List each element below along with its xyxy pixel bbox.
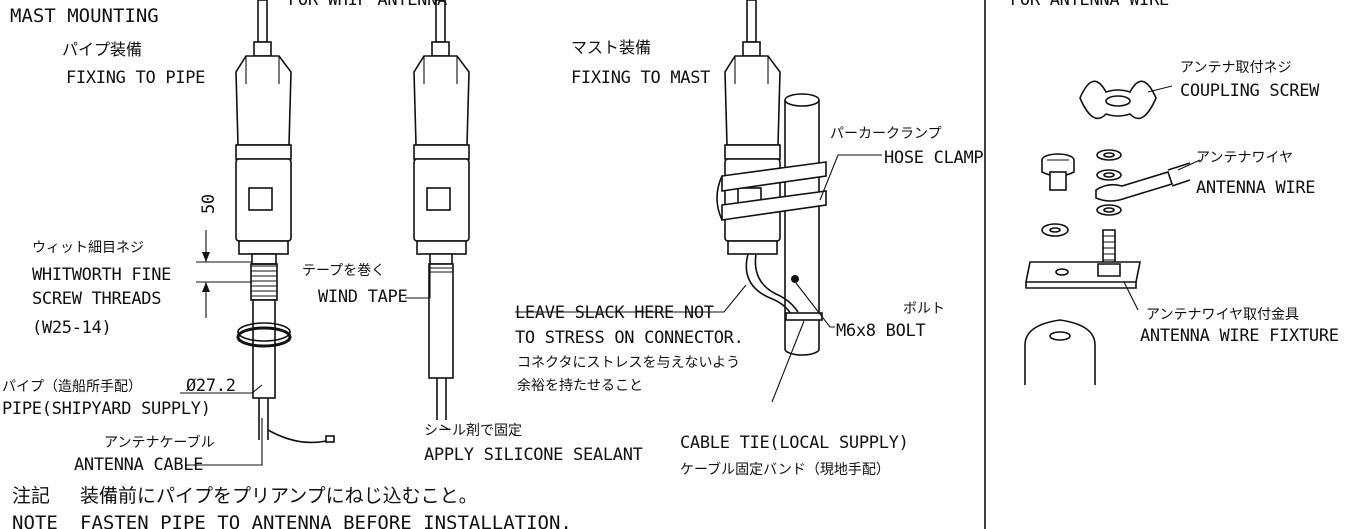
- hose-clamp-en: HOSE CLAMP: [884, 148, 983, 168]
- antenna-wire-jp: アンテナワイヤ: [1196, 150, 1293, 166]
- note-en-text: FASTEN PIPE TO ANTENNA BEFORE INSTALLATI…: [80, 512, 572, 529]
- whitworth-jp: ウィット細目ネジ: [32, 240, 144, 256]
- dimension-50: 50: [199, 194, 219, 214]
- sealant-jp: シール剤で固定: [424, 423, 522, 439]
- antenna-cable-jp: アンテナケーブル: [104, 434, 215, 451]
- header-mast-mounting: MAST MOUNTING: [10, 5, 159, 27]
- antenna-pipe-mount: [235, 0, 335, 444]
- pipe-en: PIPE(SHIPYARD SUPPLY): [2, 399, 211, 419]
- bolt-en: M6x8 BOLT: [836, 321, 925, 341]
- header-antenna-wire: FOR ANTENNA WIRE: [1010, 0, 1169, 10]
- antenna-whip: [413, 0, 470, 420]
- slack-jp1: コネクタにストレスを与えないよう: [517, 355, 740, 371]
- slack-jp2: 余裕を持たせること: [517, 377, 643, 394]
- wire-parts: [1024, 80, 1191, 385]
- mast-fixing-jp: マスト装備: [571, 38, 651, 57]
- note-en-label: NOTE: [12, 512, 58, 529]
- pipe-jp: パイプ（造船所手配）: [2, 379, 142, 395]
- leader-lines: [180, 85, 1201, 466]
- note-jp-label: 注記: [12, 485, 50, 507]
- whitworth-en2: SCREW THREADS: [32, 289, 161, 309]
- mast-fixing-en: FIXING TO MAST: [571, 68, 710, 88]
- antenna-cable-en: ANTENNA CABLE: [74, 455, 203, 475]
- wire-fixture-en: ANTENNA WIRE FIXTURE: [1140, 326, 1339, 346]
- antenna-wire-en: ANTENNA WIRE: [1196, 178, 1315, 198]
- cable-tie-jp: ケーブル固定バンド（現地手配）: [680, 461, 890, 478]
- bolt-jp: ボルト: [903, 301, 945, 317]
- whitworth-spec: (W25-14): [32, 318, 111, 338]
- hose-clamp-jp: パーカークランプ: [830, 126, 942, 142]
- wind-tape-jp: テープを巻く: [302, 263, 385, 279]
- pipe-fixing-jp: パイプ装備: [62, 40, 142, 59]
- pipe-fixing-en: FIXING TO PIPE: [66, 68, 205, 88]
- slack-en1: LEAVE SLACK HERE NOT: [515, 303, 714, 323]
- sealant-en: APPLY SILICONE SEALANT: [424, 445, 643, 465]
- note-jp-text: 装備前にパイプをプリアンプにねじ込むこと。: [80, 485, 478, 507]
- coupling-screw-en: COUPLING SCREW: [1180, 81, 1320, 101]
- antenna-mast-mount: [716, 0, 827, 356]
- cable-tie-en: CABLE TIE(LOCAL SUPPLY): [680, 433, 909, 453]
- pipe-diameter: Ø27.2: [186, 376, 236, 396]
- slack-en2: TO STRESS ON CONNECTOR.: [515, 328, 744, 348]
- whitworth-en1: WHITWORTH FINE: [32, 265, 171, 285]
- wind-tape-en: WIND TAPE: [318, 287, 407, 307]
- header-whip-antenna: FOR WHIP ANTENNA: [288, 0, 447, 10]
- coupling-screw-jp: アンテナ取付ネジ: [1180, 60, 1291, 76]
- wire-fixture-jp: アンテナワイヤ取付金具: [1146, 307, 1299, 323]
